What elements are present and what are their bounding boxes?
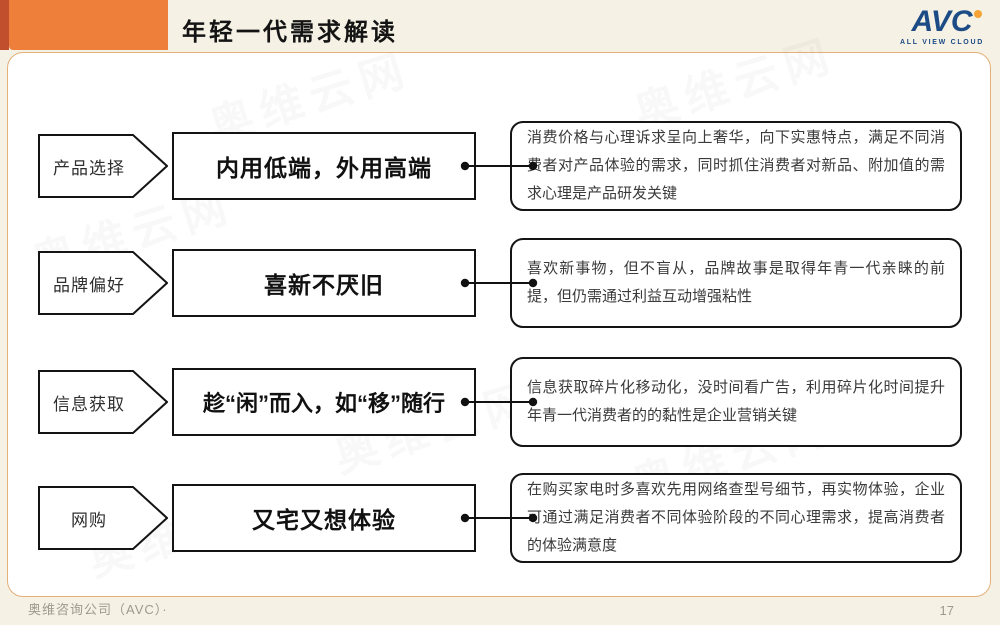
page-title: 年轻一代需求解读	[182, 19, 398, 46]
category-label: 品牌偏好	[53, 275, 125, 295]
flow-row-information-access: 信息获取 趁“闲”而入，如“移”随行 信息获取碎片化移动化，没时间看广告，利用碎…	[0, 357, 1000, 447]
description-box: 喜欢新事物，但不盲从，品牌故事是取得年青一代亲睐的前提，但仍需通过利益互动增强粘…	[510, 238, 962, 328]
page-number: 17	[939, 603, 954, 618]
description-text: 在购买家电时多喜欢先用网络查型号细节，再实物体验，企业可通过满足消费者不同体验阶…	[527, 481, 945, 554]
description-text: 消费价格与心理诉求呈向上奢华，向下实惠特点，满足不同消费者对产品体验的需求，同时…	[527, 129, 945, 202]
category-tag: 网购	[38, 486, 168, 550]
connector-line	[460, 513, 538, 523]
headline-box: 又宅又想体验	[172, 484, 476, 552]
category-label: 产品选择	[53, 158, 125, 178]
headline-text: 内用低端，外用高端	[216, 155, 432, 181]
flow-row-brand-preference: 品牌偏好 喜新不厌旧 喜欢新事物，但不盲从，品牌故事是取得年青一代亲睐的前提，但…	[0, 238, 1000, 328]
headline-box: 喜新不厌旧	[172, 249, 476, 317]
description-box: 消费价格与心理诉求呈向上奢华，向下实惠特点，满足不同消费者对产品体验的需求，同时…	[510, 121, 962, 211]
footer-company: 奥维咨询公司（AVC）·	[28, 602, 168, 617]
connector-line	[460, 397, 538, 407]
category-tag: 产品选择	[38, 134, 168, 198]
description-text: 喜欢新事物，但不盲从，品牌故事是取得年青一代亲睐的前提，但仍需通过利益互动增强粘…	[527, 260, 945, 305]
headline-text: 趁“闲”而入，如“移”随行	[202, 391, 445, 416]
headline-box: 内用低端，外用高端	[172, 132, 476, 200]
headline-box: 趁“闲”而入，如“移”随行	[172, 368, 476, 436]
description-text: 信息获取碎片化移动化，没时间看广告，利用碎片化时间提升年青一代消费者的的黏性是企…	[527, 379, 945, 424]
pentagon-arrow-shape	[38, 134, 168, 198]
flow-row-product-choice: 产品选择 内用低端，外用高端 消费价格与心理诉求呈向上奢华，向下实惠特点，满足不…	[0, 121, 1000, 211]
connector-line	[460, 161, 538, 171]
description-box: 在购买家电时多喜欢先用网络查型号细节，再实物体验，企业可通过满足消费者不同体验阶…	[510, 473, 962, 563]
avc-logo-subtext: ALL VIEW CLOUD	[900, 39, 984, 46]
category-label: 信息获取	[53, 394, 125, 414]
headline-text: 喜新不厌旧	[264, 272, 384, 298]
avc-logo: AVC ALL VIEW CLOUD	[896, 5, 988, 47]
headline-text: 又宅又想体验	[252, 507, 396, 533]
flow-row-online-shopping: 网购 又宅又想体验 在购买家电时多喜欢先用网络查型号细节，再实物体验，企业可通过…	[0, 473, 1000, 563]
pentagon-arrow-shape	[38, 486, 168, 550]
logo-dot-icon	[974, 10, 982, 18]
category-label: 网购	[71, 510, 107, 530]
avc-logo-text: AVC	[911, 5, 973, 38]
header-orange-block	[9, 0, 168, 50]
pentagon-arrow-shape	[38, 251, 168, 315]
description-box: 信息获取碎片化移动化，没时间看广告，利用碎片化时间提升年青一代消费者的的黏性是企…	[510, 357, 962, 447]
category-tag: 信息获取	[38, 370, 168, 434]
category-tag: 品牌偏好	[38, 251, 168, 315]
pentagon-arrow-shape	[38, 370, 168, 434]
header-accent-strip	[0, 0, 9, 50]
connector-line	[460, 278, 538, 288]
